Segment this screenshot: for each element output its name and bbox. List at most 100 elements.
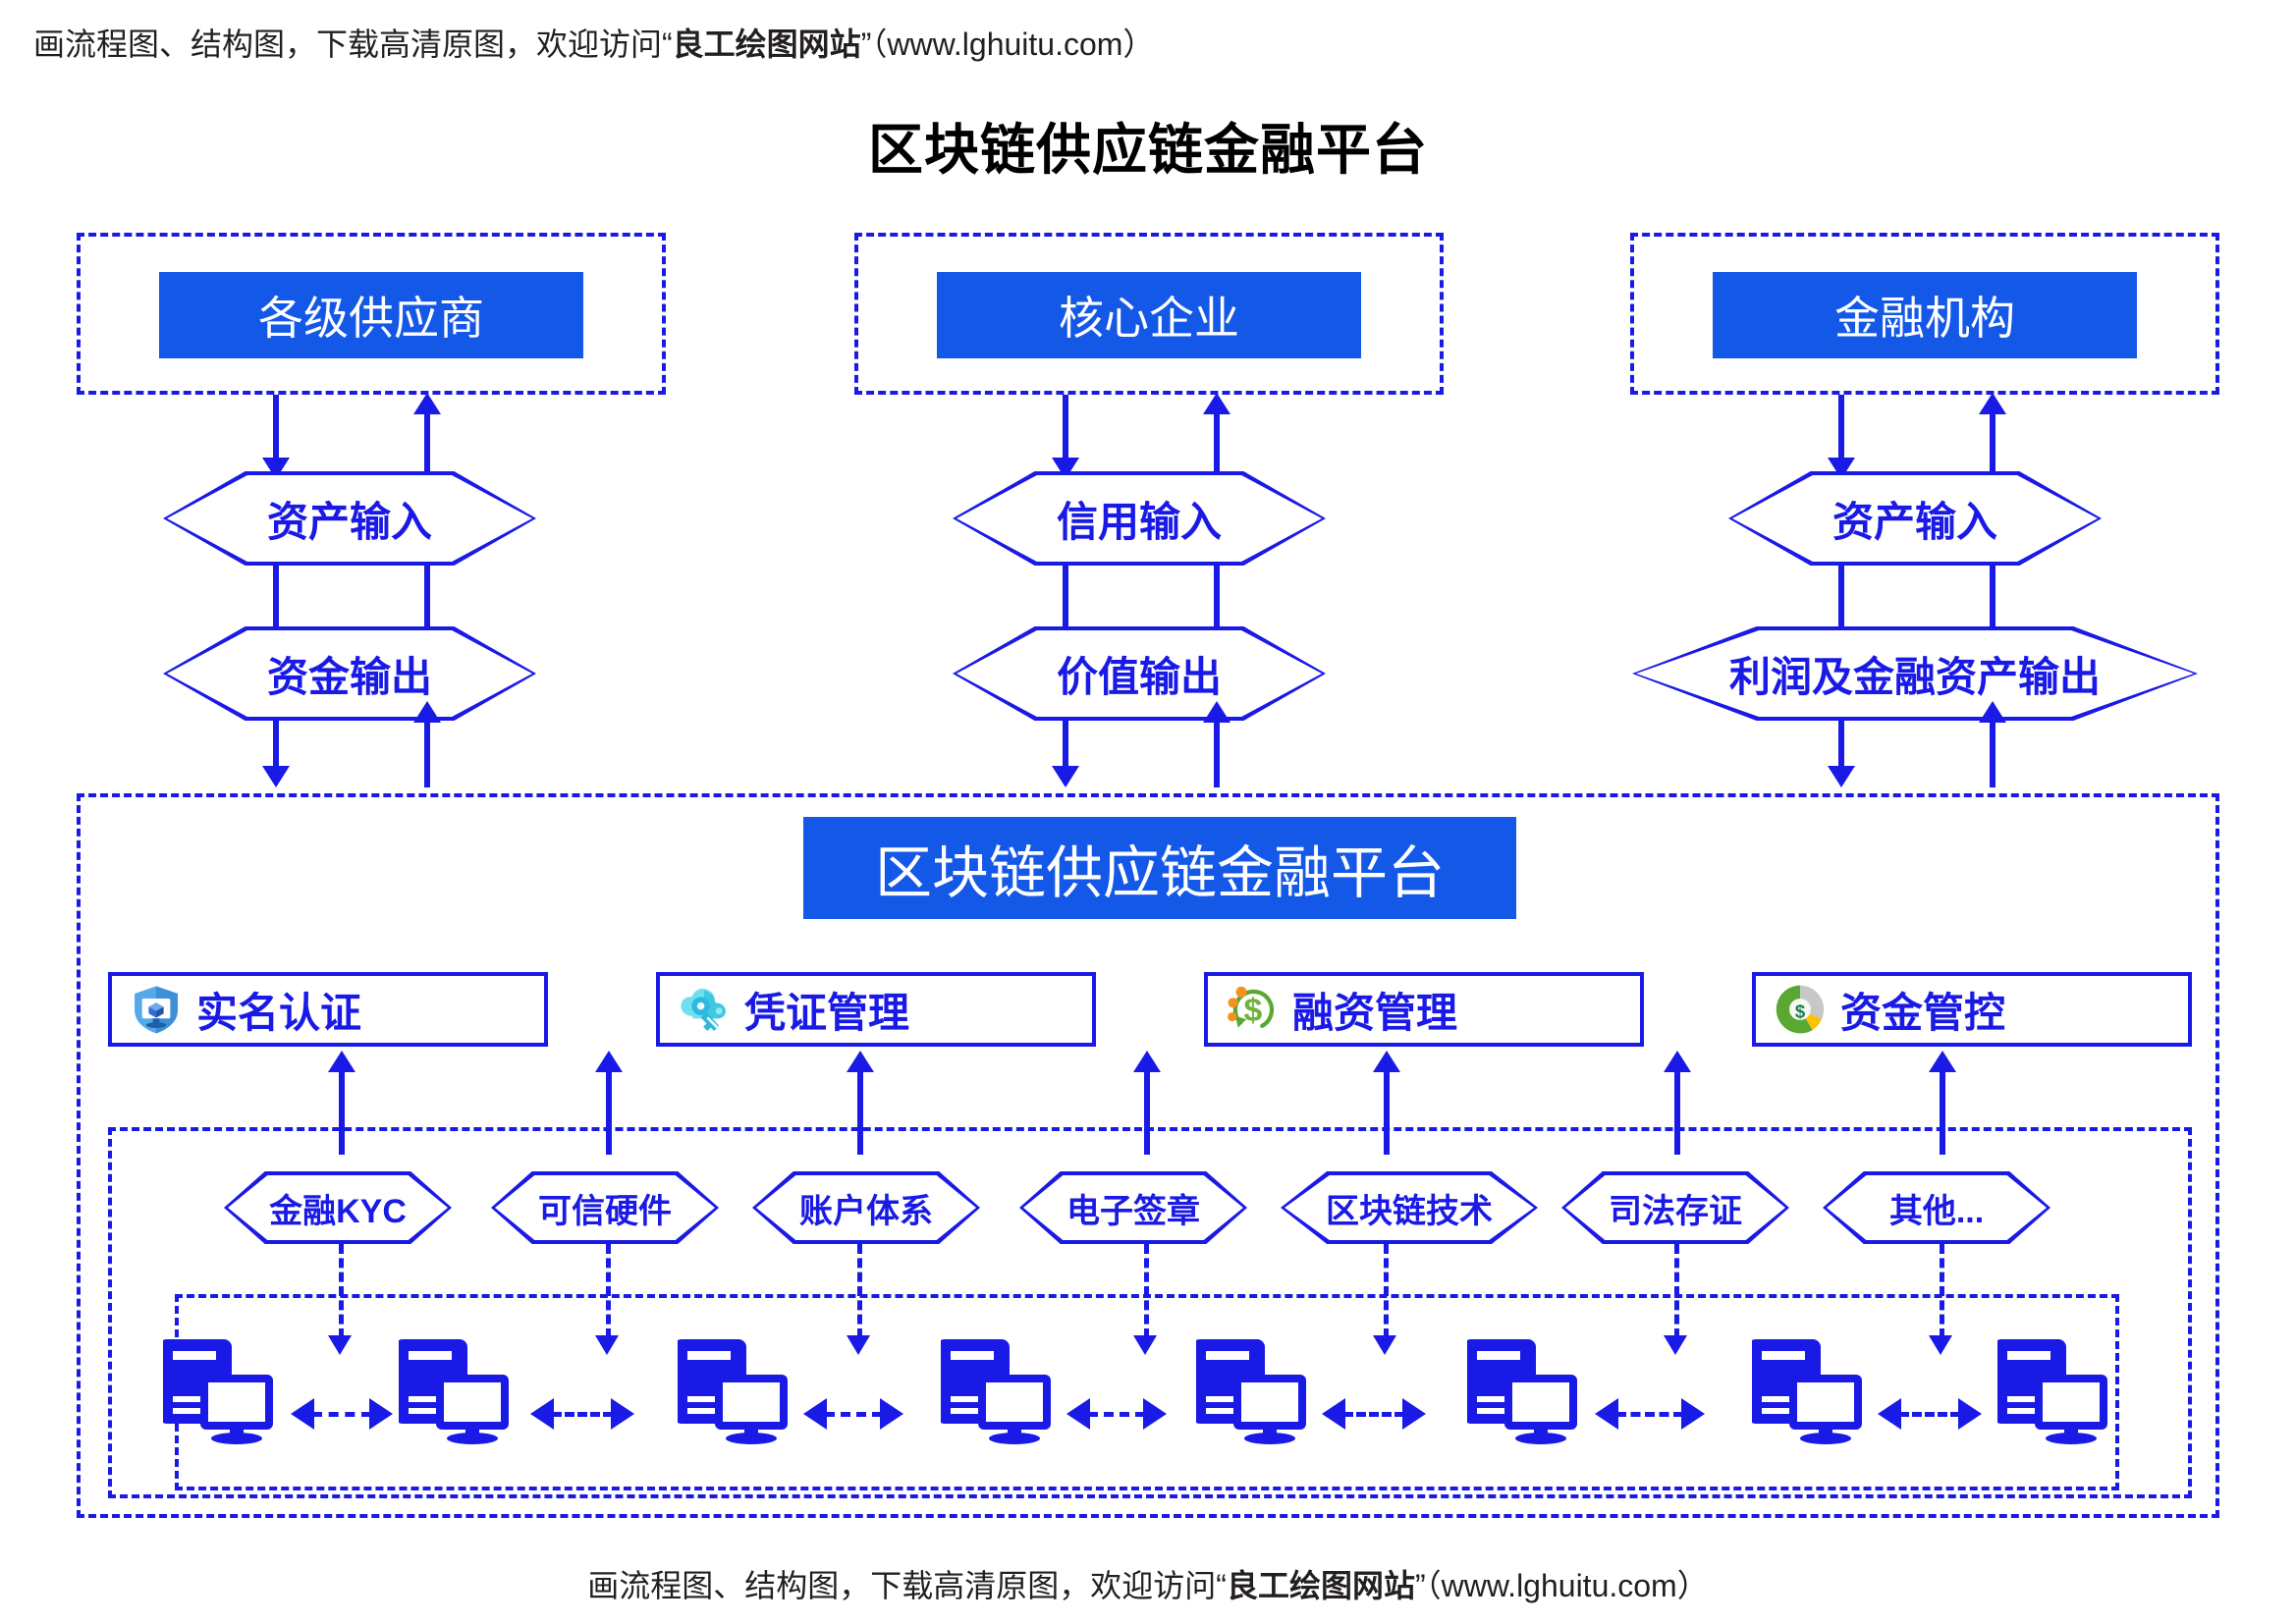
tech-hex-3[interactable]: 电子签章	[1019, 1171, 1247, 1244]
hex-financial-output-fill	[1636, 630, 2194, 717]
technology-container	[108, 1127, 2192, 1498]
connector-tech-5-up	[1674, 1072, 1680, 1155]
tech-hex-5[interactable]: 司法存证	[1561, 1171, 1789, 1244]
connector-tech-2-up	[857, 1072, 863, 1155]
page-title: 区块链供应链金融平台	[868, 119, 1428, 181]
tech-hex-6[interactable]: 其他...	[1823, 1171, 2050, 1244]
connector-supplier-down-2	[273, 721, 279, 770]
feature-box-0[interactable]: 实名认证	[108, 972, 548, 1047]
dashed-connector-3	[1144, 1244, 1149, 1338]
hex-supplier-output-label: 资金输出	[266, 653, 432, 700]
tech-hex-3-fill	[1023, 1175, 1243, 1240]
hex-supplier-output-fill	[167, 630, 532, 717]
connector-financial-down-1	[1838, 395, 1844, 463]
actor-container-core	[854, 233, 1444, 395]
connector-supplier-down-1	[273, 395, 279, 463]
tech-hex-0[interactable]: 金融KYC	[224, 1171, 452, 1244]
hex-supplier-input-label: 资产输入	[266, 498, 432, 545]
connector-financial-mid-left	[1838, 566, 1844, 626]
tech-hex-4-fill	[1285, 1175, 1534, 1240]
watermark-top: 画流程图、结构图，下载高清原图，欢迎访问“良工绘图网站”（www.lghuitu…	[33, 20, 1154, 65]
connector-tech-1-up	[606, 1072, 612, 1155]
tech-hex-0-label: 金融KYC	[269, 1192, 407, 1230]
arrow-core-up-2	[1203, 701, 1230, 723]
actor-box-core[interactable]: 核心企业	[937, 272, 1361, 358]
svg-text:$: $	[1243, 992, 1262, 1029]
feature-box-1[interactable]: 凭证管理	[656, 972, 1096, 1047]
arrow-financial-down-2	[1828, 766, 1855, 787]
watermark-bottom: 画流程图、结构图，下载高清原图，欢迎访问“良工绘图网站”（www.lghuitu…	[0, 1561, 2296, 1606]
hex-supplier-output[interactable]: 资金输出	[163, 626, 536, 721]
dashed-connector-5	[1674, 1244, 1679, 1338]
dashed-arrow-5	[1664, 1335, 1687, 1355]
platform-box[interactable]: 区块链供应链金融平台	[803, 817, 1516, 919]
connector-tech-3-up	[1144, 1072, 1150, 1155]
dashed-arrow-1	[595, 1335, 619, 1355]
dashed-connector-4	[1384, 1244, 1389, 1338]
dashed-connector-1	[606, 1244, 611, 1338]
connector-financial-up-2	[1990, 721, 1995, 787]
actor-box-financial[interactable]: 金融机构	[1713, 272, 2137, 358]
hex-supplier-input-fill	[167, 475, 532, 562]
tech-hex-2[interactable]: 账户体系	[752, 1171, 980, 1244]
tech-hex-0-fill	[228, 1175, 448, 1240]
dashed-arrow-0	[328, 1335, 352, 1355]
hex-core-input[interactable]: 信用输入	[953, 471, 1326, 566]
tech-hex-6-fill	[1827, 1175, 2047, 1240]
computer-node-4[interactable]	[1192, 1335, 1312, 1445]
computer-node-5[interactable]	[1463, 1335, 1583, 1445]
hex-supplier-input[interactable]: 资产输入	[163, 471, 536, 566]
hex-core-output[interactable]: 价值输出	[953, 626, 1326, 721]
feature-box-2[interactable]: $ 融资管理	[1204, 972, 1644, 1047]
actor-container-supplier	[77, 233, 666, 395]
computer-node-2[interactable]	[674, 1335, 793, 1445]
tech-hex-1[interactable]: 可信硬件	[491, 1171, 719, 1244]
arrow-core-up-1	[1203, 393, 1230, 414]
arrow-tech-4-up	[1373, 1051, 1400, 1072]
arrow-tech-6-up	[1929, 1051, 1956, 1072]
arrow-tech-0-up	[328, 1051, 355, 1072]
arrow-supplier-up-1	[413, 393, 441, 414]
watermark-top-text-1: 画流程图、结构图，下载高清原图，欢迎访问“	[33, 27, 673, 62]
watermark-top-text-2: ”（www.lghuitu.com）	[860, 27, 1155, 62]
platform-container	[77, 793, 2219, 1518]
arrow-financial-up-1	[1979, 393, 2006, 414]
connector-core-up-1	[1214, 410, 1220, 471]
dashed-arrow-2	[847, 1335, 870, 1355]
tech-hex-2-label: 账户体系	[799, 1192, 933, 1230]
hex-core-output-label: 价值输出	[1056, 653, 1222, 700]
computer-node-1[interactable]	[395, 1335, 515, 1445]
tech-hex-1-label: 可信硬件	[538, 1192, 672, 1230]
feature-label-0: 实名认证	[196, 989, 362, 1036]
hex-core-input-label: 信用输入	[1056, 498, 1222, 545]
connector-tech-0-up	[339, 1072, 345, 1155]
connector-tech-4-up	[1384, 1072, 1390, 1155]
actor-label-core: 核心企业	[1059, 293, 1239, 344]
tech-hex-6-label: 其他...	[1888, 1192, 1985, 1230]
hex-financial-output[interactable]: 利润及金融资产输出	[1632, 626, 2198, 721]
computer-node-3[interactable]	[937, 1335, 1057, 1445]
feature-box-3[interactable]: $ 资金管控	[1752, 972, 2192, 1047]
tech-hex-4[interactable]: 区块链技术	[1281, 1171, 1538, 1244]
dashed-connector-0	[339, 1244, 344, 1338]
tech-hex-5-label: 司法存证	[1609, 1192, 1742, 1230]
computer-node-0[interactable]	[159, 1335, 279, 1445]
dollar-donut-icon: $	[1774, 983, 1827, 1036]
cloud-key-icon	[678, 983, 731, 1036]
watermark-top-brand: 良工绘图网站	[672, 27, 861, 62]
dashed-arrow-4	[1373, 1335, 1396, 1355]
connector-core-mid-left	[1063, 566, 1068, 626]
connector-financial-mid-right	[1990, 566, 1995, 626]
actor-box-supplier[interactable]: 各级供应商	[159, 272, 583, 358]
hex-financial-input[interactable]: 资产输入	[1728, 471, 2102, 566]
tech-hex-5-fill	[1565, 1175, 1785, 1240]
hex-financial-output-label: 利润及金融资产输出	[1728, 653, 2101, 700]
tech-hex-3-label: 电子签章	[1066, 1192, 1200, 1230]
feature-label-3: 资金管控	[1840, 989, 2006, 1036]
svg-text:$: $	[1795, 1001, 1806, 1021]
tech-hex-1-fill	[495, 1175, 715, 1240]
arrow-core-down-2	[1052, 766, 1079, 787]
computer-node-6[interactable]	[1748, 1335, 1868, 1445]
hex-core-input-fill	[957, 475, 1322, 562]
computer-node-7[interactable]	[1994, 1335, 2113, 1445]
